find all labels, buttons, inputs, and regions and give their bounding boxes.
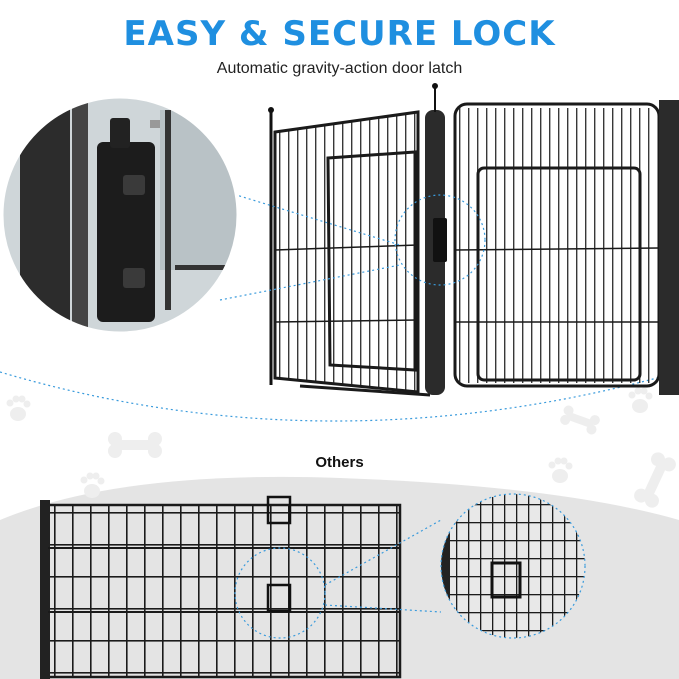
decorative-paw-bone-pattern — [6, 387, 676, 508]
paw-icon — [6, 395, 31, 421]
zoom-target-ring — [394, 194, 486, 286]
pen-latch — [433, 218, 447, 262]
others-latch — [266, 495, 292, 525]
others-latch-closeup — [490, 561, 522, 599]
paw-icon — [548, 457, 573, 483]
bone-icon — [634, 452, 676, 508]
paw-icon — [628, 387, 653, 413]
playpen-others-product — [40, 495, 402, 679]
zoom-callout-lines-bottom — [234, 519, 442, 639]
headline-subtitle: Automatic gravity-action door latch — [216, 60, 463, 77]
latch-body — [97, 142, 155, 322]
section-divider-arc — [0, 371, 679, 422]
bone-icon — [560, 405, 600, 435]
playpen-top-product — [268, 83, 679, 397]
comparison-label: Others — [315, 454, 364, 471]
paw-icon — [80, 472, 105, 498]
zoom-circle-latch-closeup — [0, 95, 240, 335]
zoom-circle-others-closeup — [440, 493, 586, 639]
zoom-callout-lines-top — [219, 189, 486, 301]
headline-title: EASY & SECURE LOCK — [123, 14, 556, 54]
bone-icon — [108, 432, 162, 458]
